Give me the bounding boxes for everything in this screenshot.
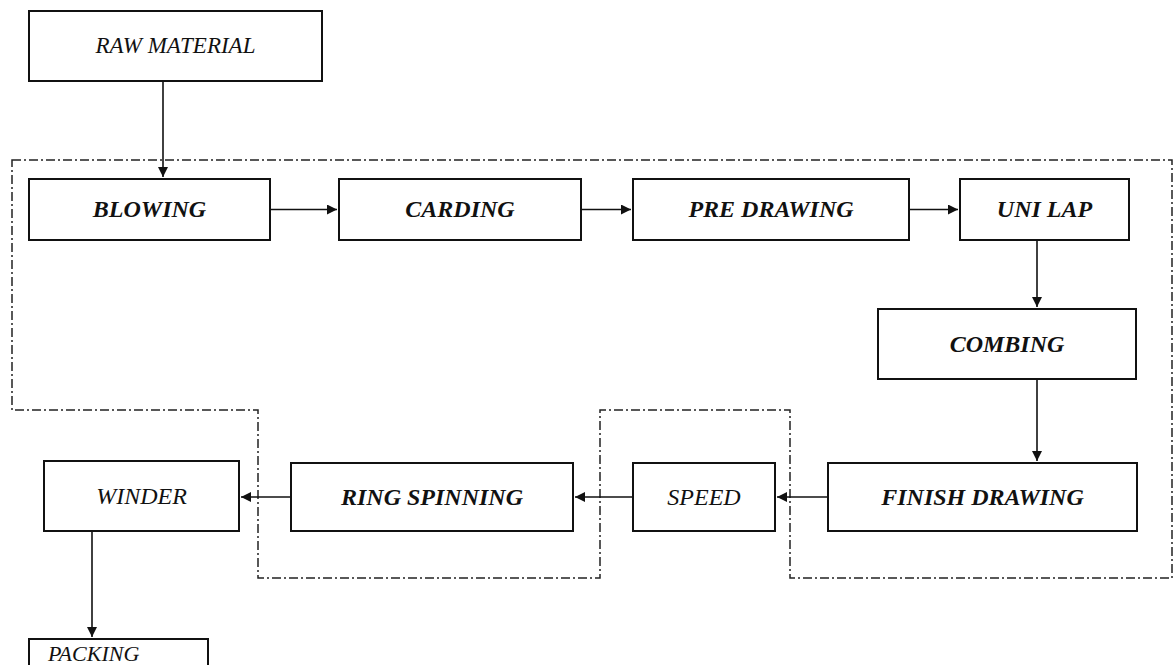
flow-arrow [575,496,632,498]
dashed-group-border [12,160,1172,578]
flow-arrow [910,209,958,211]
flow-arrow [271,209,337,211]
process-box: WINDER [43,460,240,532]
flow-arrow [1036,241,1038,307]
process-box: BLOWING [28,178,271,241]
process-box: PACKING [28,638,209,665]
process-box: RING SPINNING [290,462,574,532]
process-box: UNI LAP [959,178,1130,241]
process-box: PRE DRAWING [632,178,910,241]
process-label: FINISH DRAWING [881,484,1084,510]
process-box: RAW MATERIAL [28,10,323,82]
flow-arrow [777,496,827,498]
process-label: WINDER [96,483,187,509]
flow-arrow [91,532,93,637]
process-label: PACKING [48,642,139,665]
flow-arrow [582,209,631,211]
process-box: CARDING [338,178,582,241]
process-box: COMBING [877,308,1137,380]
flow-arrow [241,496,290,498]
process-label: CARDING [405,196,514,222]
process-label: RING SPINNING [341,484,523,510]
process-box: FINISH DRAWING [827,462,1138,532]
process-label: PRE DRAWING [688,196,853,222]
flow-arrow [162,82,164,177]
process-label: COMBING [950,331,1065,357]
process-label: UNI LAP [997,196,1092,222]
process-label: SPEED [667,484,740,510]
process-box: SPEED [632,462,776,532]
process-label: BLOWING [93,196,206,222]
flow-arrow [1036,380,1038,461]
process-label: RAW MATERIAL [96,33,256,58]
